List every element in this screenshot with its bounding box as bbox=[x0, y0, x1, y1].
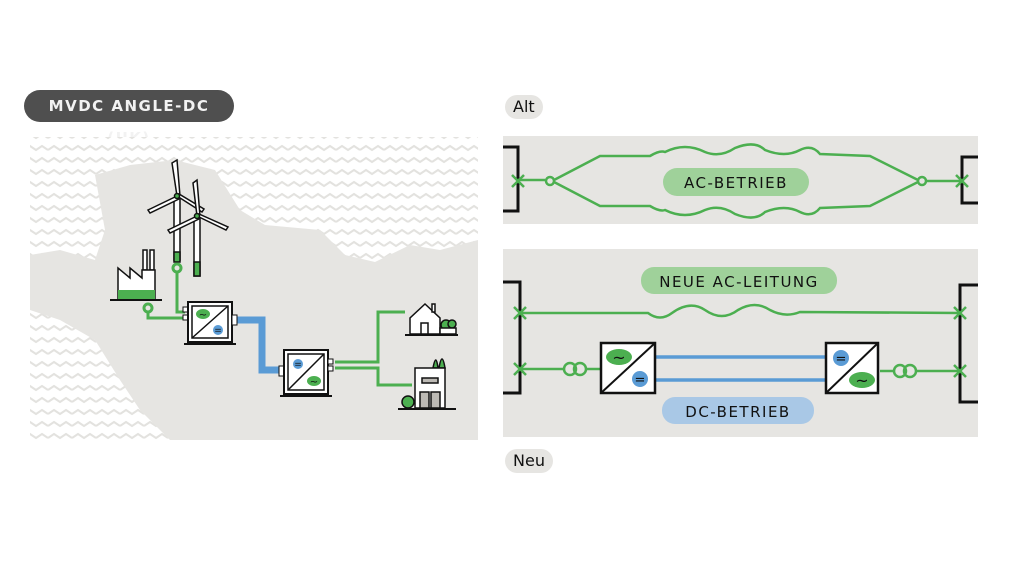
house-icon bbox=[405, 302, 458, 336]
dc-link bbox=[655, 355, 826, 382]
ac-symbol: ~ bbox=[310, 377, 318, 388]
building-icon bbox=[398, 358, 456, 410]
ac-double-line bbox=[511, 143, 969, 219]
ac-symbol: ~ bbox=[199, 310, 207, 321]
dc-symbol: = bbox=[294, 360, 302, 370]
dc-operation-pill bbox=[662, 397, 814, 424]
busbar-left bbox=[503, 280, 522, 395]
converter-ac-dc-icon: ~ = bbox=[182, 301, 238, 345]
power-plant-icon bbox=[110, 249, 162, 301]
dc-symbol: = bbox=[836, 352, 847, 367]
new-ac-line bbox=[513, 303, 967, 320]
ac-line bbox=[142, 262, 412, 387]
new-panel: NEUE AC-LEITUNG ~ bbox=[503, 249, 978, 437]
new-ac-line-pill bbox=[641, 267, 837, 294]
converter-ac-dc-icon: ~ = bbox=[599, 341, 657, 395]
converter-dc-ac-icon: = ~ bbox=[824, 341, 880, 395]
diagram-title: MVDC ANGLE-DC (UK) bbox=[24, 90, 234, 147]
old-ac-panel: AC-BETRIEB bbox=[503, 136, 978, 224]
label-new: Neu bbox=[505, 449, 553, 473]
transformer-icon bbox=[562, 361, 578, 377]
dc-branch-ac-side bbox=[513, 361, 967, 379]
dc-link bbox=[236, 316, 283, 374]
new-ac-line-label: NEUE AC-LEITUNG bbox=[659, 273, 819, 291]
ac-symbol: ~ bbox=[855, 371, 868, 390]
dc-symbol: = bbox=[214, 326, 222, 336]
label-old: Alt bbox=[505, 95, 543, 119]
wind-turbine-icon bbox=[166, 178, 230, 277]
ac-operation-label: AC-BETRIEB bbox=[684, 174, 788, 192]
ac-symbol: ~ bbox=[612, 348, 625, 367]
converter-dc-ac-icon: = ~ bbox=[278, 349, 334, 397]
map-panel: ~ = = ~ bbox=[30, 137, 478, 440]
busbar-right bbox=[958, 283, 978, 404]
ac-operation-pill bbox=[663, 168, 809, 196]
transformer-icon bbox=[892, 363, 908, 379]
dc-symbol: = bbox=[635, 373, 646, 388]
dc-operation-label: DC-BETRIEB bbox=[685, 403, 790, 421]
